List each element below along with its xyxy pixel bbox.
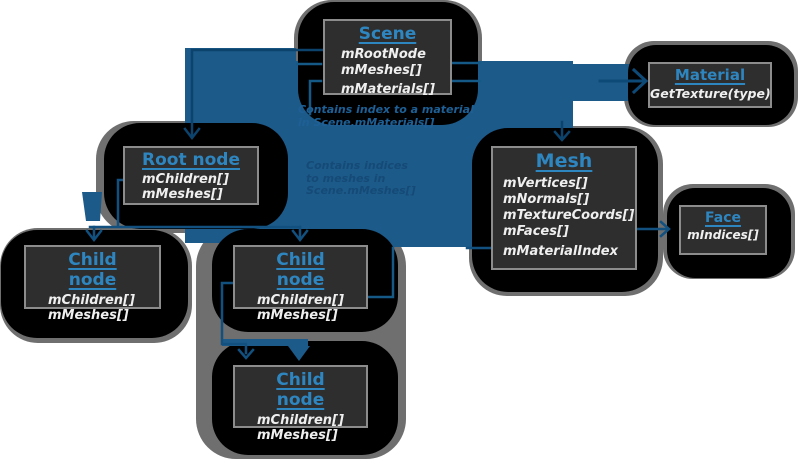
- material-field-gettexture: GetTexture(type): [650, 86, 771, 101]
- scene-field-mmeshes: mMeshes[]: [341, 63, 422, 78]
- mesh-field-mvertices: mVertices[]: [503, 176, 588, 191]
- rootnode-title: Root node: [142, 150, 240, 170]
- mesh-field-mtexturecoords: mTextureCoords[]: [503, 208, 635, 223]
- material-note-line2: in Scene.mMaterials[]: [298, 115, 435, 129]
- arrowhead-down-icon: [85, 229, 103, 243]
- thick-arrowhead-child3-icon: [288, 346, 310, 361]
- mesh-field-mfaces: mFaces[]: [503, 224, 569, 239]
- material-title: Material: [674, 66, 746, 84]
- blue-stub-left: [82, 192, 102, 221]
- mesh-box: Mesh mVertices[] mNormals[] mTextureCoor…: [491, 146, 637, 270]
- arrowhead-right-icon: [631, 67, 649, 95]
- scene-box: Scene mRootNode mMeshes[] mMaterials[]: [323, 19, 452, 97]
- childnode2-title: Child node: [276, 250, 325, 290]
- face-box: Face mIndices[]: [679, 205, 767, 255]
- arrow-child2-to-child3: [220, 281, 255, 360]
- link-child2-mmeshes: [366, 246, 395, 299]
- childnode2-box: Child node mChildren[] mMeshes[]: [233, 245, 368, 322]
- rootnode-box: Root node mChildren[] mMeshes[]: [123, 146, 259, 205]
- rootnode-field-mmeshes: mMeshes[]: [142, 186, 223, 202]
- scene-title: Scene: [358, 24, 417, 44]
- face-title: Face: [705, 210, 741, 226]
- arrow-scene-to-rootnode: [183, 48, 324, 141]
- arrowhead-down-icon: [553, 130, 571, 142]
- childnode2-field-mmeshes: mMeshes[]: [257, 307, 338, 323]
- childnode1-field-mchildren: mChildren[]: [48, 293, 135, 308]
- scene-field-mrootnode: mRootNode: [341, 47, 426, 62]
- material-box: Material GetTexture(type): [648, 62, 772, 108]
- childnode2-field-mchildren: mChildren[]: [257, 293, 344, 308]
- childnode3-field-mmeshes: mMeshes[]: [257, 427, 338, 443]
- arrow-mfaces-to-face: [635, 220, 671, 238]
- thick-line-child3: [222, 339, 308, 346]
- arrow-rootnode-to-children: [85, 178, 309, 243]
- thick-connector-child3: [222, 339, 310, 361]
- childnode3-field-mchildren: mChildren[]: [257, 413, 344, 428]
- mesh-title: Mesh: [535, 150, 593, 172]
- mesh-field-mnormals: mNormals[]: [503, 192, 590, 207]
- arrowhead-right-icon: [659, 220, 671, 238]
- mesh-field-mmaterialindex: mMaterialIndex: [503, 244, 618, 259]
- mesh-note-line1: Contains indices: [306, 159, 408, 172]
- material-note: Contains index to a material in Scene.mM…: [298, 103, 474, 129]
- mesh-note: Contains indices to meshes in Scene.mMes…: [306, 159, 416, 198]
- material-note-line1: Contains index to a material: [298, 103, 474, 116]
- arrowhead-down-icon: [183, 127, 201, 141]
- rootnode-field-mchildren: mChildren[]: [142, 172, 229, 187]
- scene-field-mmaterials: mMaterials[]: [341, 82, 436, 97]
- mesh-note-line3: Scene.mMeshes[]: [306, 184, 416, 197]
- childnode3-title: Child node: [276, 370, 325, 410]
- arrow-to-mesh: [553, 120, 571, 142]
- childnode1-title: Child node: [68, 250, 117, 290]
- arrow-to-material: [598, 67, 649, 95]
- childnode1-box: Child node mChildren[] mMeshes[]: [24, 245, 161, 322]
- mesh-note-line2: to meshes in: [306, 171, 386, 185]
- arrowhead-down-icon: [291, 229, 309, 243]
- childnode1-field-mmeshes: mMeshes[]: [48, 307, 129, 323]
- arrowhead-down-icon: [237, 348, 255, 360]
- scene-right-links: [450, 61, 482, 83]
- face-field-mindices: mIndices[]: [687, 228, 759, 242]
- childnode3-box: Child node mChildren[] mMeshes[]: [233, 365, 368, 442]
